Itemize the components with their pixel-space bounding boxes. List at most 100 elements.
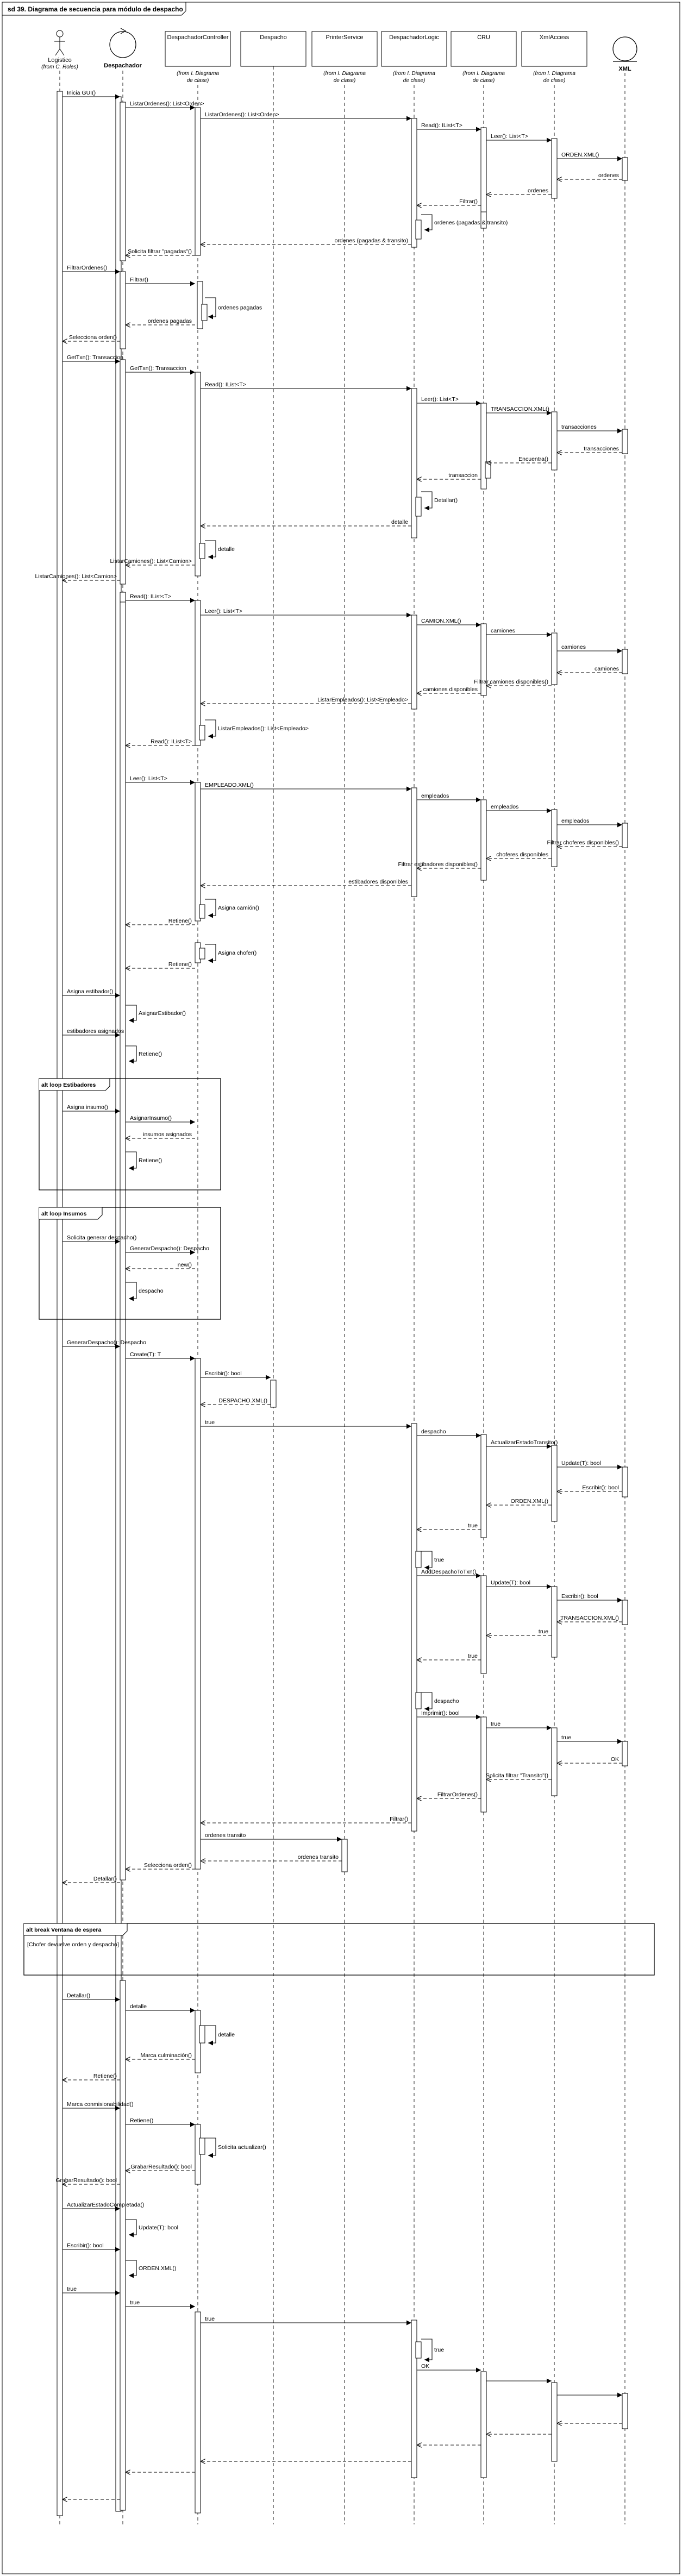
activation-cru xyxy=(480,1434,487,1538)
self-message-line xyxy=(205,944,216,963)
return-message-label: TRANSACCION.XML() xyxy=(560,1615,619,1621)
call-message-label: true xyxy=(67,2286,77,2292)
call-message-label: Escribir(): bool xyxy=(205,1370,242,1377)
call-message-label: true xyxy=(491,1721,500,1727)
lifeline-note-xml: de clase) xyxy=(543,78,566,84)
self-message-line xyxy=(421,491,433,511)
activation-logic xyxy=(411,1423,417,1832)
lifeline-box-logic xyxy=(381,31,447,67)
self-message-line xyxy=(421,1692,433,1712)
call-message-label: TRANSACCION.XML() xyxy=(491,406,549,412)
call-message-label: OK xyxy=(421,2363,429,2370)
self-message-line xyxy=(421,2339,433,2362)
call-message-label: Filtrar() xyxy=(130,277,148,283)
call-message-label: CAMION.XML() xyxy=(421,618,461,624)
lifeline-name-despachador: Despachador xyxy=(104,62,142,69)
activation-despachador xyxy=(120,601,126,1881)
return-message-label: Retiene() xyxy=(93,2073,117,2079)
lifeline-box-print xyxy=(311,31,378,67)
activation-ctrl xyxy=(199,543,205,559)
lifeline-box-desp xyxy=(240,31,306,67)
return-message-label: Retiene() xyxy=(168,961,192,968)
return-message-label: true xyxy=(468,1653,478,1659)
return-message-label: ListarEmpleados(): List<Empleado> xyxy=(317,697,408,703)
fragment-tab xyxy=(39,1207,103,1220)
self-message-label: true xyxy=(434,2347,444,2353)
activation-xml xyxy=(551,632,558,685)
fragment-label: alt loop Estibadores xyxy=(41,1082,96,1088)
self-message-label: Retiene() xyxy=(139,1051,162,1057)
return-message-label: ordenes transito xyxy=(298,1854,339,1860)
call-message-label: Read(): IList<T> xyxy=(130,593,171,600)
lifeline-box-xml xyxy=(521,31,587,67)
activation-ctrl xyxy=(195,600,201,746)
return-message-label: Selecciona orden() xyxy=(144,1862,192,1869)
activation-logic xyxy=(415,1551,422,1568)
call-message-label: ListarOrdenes(): List<Orden> xyxy=(130,101,204,107)
call-message-label: Escribir(): bool xyxy=(67,2242,104,2249)
self-message-label: ORDEN.XML() xyxy=(139,2265,176,2272)
activation-logistico xyxy=(57,91,63,2516)
self-message-line xyxy=(126,1151,137,1171)
return-message-label: ordenes xyxy=(598,172,619,179)
activation-xmlfile xyxy=(622,649,628,674)
return-message-label: camiones disponibles xyxy=(423,686,478,693)
activation-logic xyxy=(415,2341,422,2359)
self-message-line xyxy=(126,1282,137,1301)
activation-xml xyxy=(551,809,558,867)
return-message-label: Read(): IList<T> xyxy=(151,738,192,745)
call-message-label: GetTxn(): Transaccion xyxy=(67,354,123,361)
call-message-label: empleados xyxy=(421,793,449,799)
lifeline-note-cru: de clase) xyxy=(473,78,495,84)
call-message-label: AddDespachoToTxn() xyxy=(421,1569,477,1575)
self-message-line xyxy=(205,719,216,739)
call-message-label: true xyxy=(130,2299,140,2306)
self-message-label: Update(T): bool xyxy=(139,2224,178,2231)
activation-ctrl xyxy=(195,372,201,576)
call-message-label: camiones xyxy=(561,644,586,650)
call-message-label: Asigna estibador() xyxy=(67,988,113,995)
activation-logic xyxy=(411,787,417,897)
return-message-label: Escribir(): bool xyxy=(582,1484,619,1491)
self-message-label: AsignarEstibador() xyxy=(139,1010,186,1017)
return-message-label: ListarCamiones(): List<Camion> xyxy=(35,573,117,580)
activation-logic xyxy=(411,388,417,538)
activation-cru xyxy=(480,1716,487,1813)
call-message-label: Retiene() xyxy=(130,2117,153,2124)
activations-layer xyxy=(57,91,628,2516)
activation-logic xyxy=(415,220,422,240)
call-message-label: ordenes transito xyxy=(205,1832,246,1839)
call-message-label: ActualizarEstadoTransito() xyxy=(491,1439,558,1446)
activation-ctrl xyxy=(195,107,201,256)
control-arrow-icon xyxy=(120,28,127,34)
activation-xml xyxy=(551,411,558,471)
fragment-tab xyxy=(24,1923,128,1936)
activation-xml xyxy=(551,1445,558,1522)
call-message-label: Read(): IList<T> xyxy=(421,122,462,129)
call-message-label: Inicia GUI() xyxy=(67,90,96,96)
fragment-frame xyxy=(39,1207,221,1320)
self-message-label: ordenes (pagadas & transito) xyxy=(434,220,508,226)
return-message-label: estibadores disponibles xyxy=(348,879,408,885)
call-message-label: detalle xyxy=(130,2003,147,2010)
call-message-label: camiones xyxy=(491,628,515,634)
return-message-label: FiltrarOrdenes() xyxy=(437,1791,478,1798)
activation-despachador xyxy=(120,102,126,261)
call-message-label: EMPLEADO.XML() xyxy=(205,782,254,788)
call-message-label: Update(T): bool xyxy=(491,1580,530,1586)
lifeline-note-cru: (from I. Diagrama xyxy=(462,71,505,77)
call-message-label: ActualizarEstadoCompletada() xyxy=(67,2202,144,2208)
return-message-label: Filtrar choferes disponibles() xyxy=(547,839,619,846)
self-message-label: true xyxy=(434,1557,444,1563)
return-message-label: transaccion xyxy=(448,472,478,479)
self-message-label: detalle xyxy=(218,546,235,553)
lifeline-note-logistico: (from C. Roles) xyxy=(41,64,78,70)
activation-cru xyxy=(480,403,487,490)
lifeline-name-logic: DespachadorLogic xyxy=(389,34,439,41)
call-message-label: estibadores asignados xyxy=(67,1028,124,1035)
return-message-label: Solicita filtrar "pagadas"() xyxy=(128,248,192,255)
self-message-label: Retiene() xyxy=(139,1157,162,1164)
call-message-label: despacho xyxy=(421,1428,446,1435)
